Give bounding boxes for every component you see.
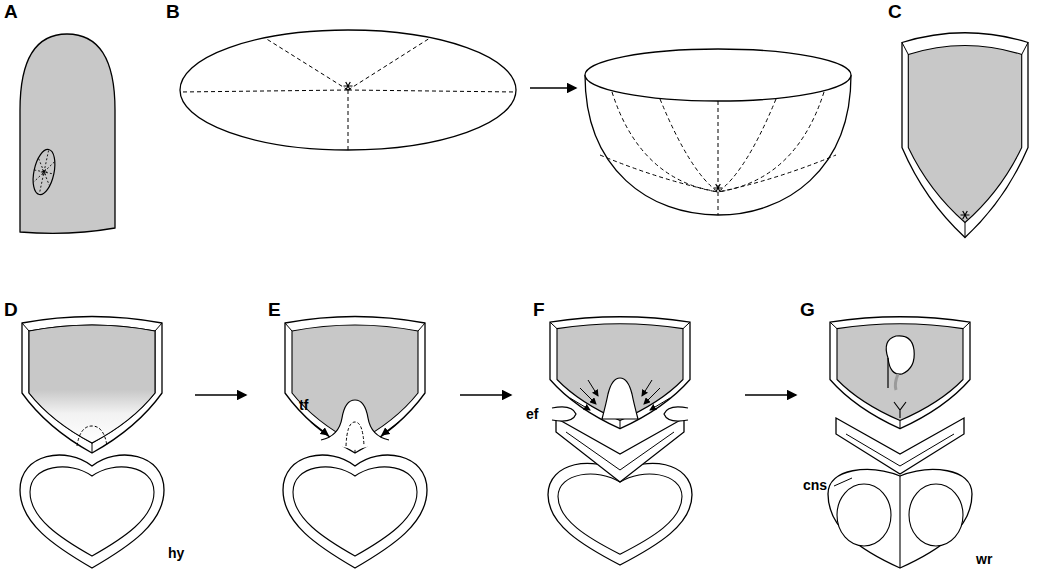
stage-arrow (460, 394, 511, 396)
part-label: hy (168, 546, 184, 561)
stage-arrow (530, 87, 576, 89)
panel-letter: C (888, 2, 902, 23)
bowl (585, 49, 851, 215)
stage-f (548, 317, 692, 565)
stage-arrow (195, 394, 246, 396)
embryo-dome (20, 34, 115, 233)
panel-letter: D (4, 300, 18, 321)
panel-letter: F (533, 300, 545, 321)
part-label: wr (976, 552, 992, 567)
stage-arrow (745, 394, 796, 396)
flat-disc (180, 30, 516, 150)
panel-letter: A (4, 2, 18, 23)
stage-e (283, 317, 427, 569)
stage-d (20, 317, 164, 569)
part-label: ef (526, 407, 538, 422)
part-label: tf (299, 398, 308, 413)
part-label: cns (803, 478, 827, 493)
leader-line (834, 478, 852, 486)
shield-shape (902, 33, 1028, 238)
stage-g (828, 317, 972, 568)
panel-letter: G (800, 300, 815, 321)
panel-letter: E (268, 300, 281, 321)
panel-letter: B (166, 2, 180, 23)
